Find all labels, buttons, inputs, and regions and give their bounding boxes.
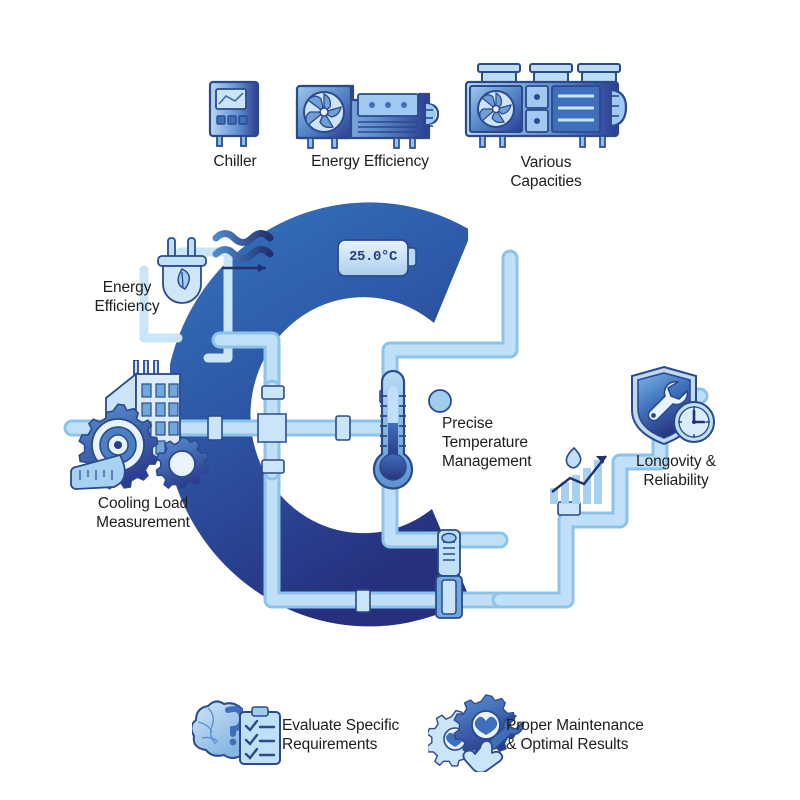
airflow-waves-arrow-icon	[212, 230, 274, 272]
gear-small	[155, 436, 211, 490]
eco-plug-leaf-icon[interactable]	[152, 236, 214, 308]
pipe-end-ball-icon	[428, 389, 452, 413]
thermostat-display-icon	[337, 239, 417, 277]
fan-condenser-unit-icon	[295, 84, 440, 149]
building-gears-tape-measure-icon[interactable]	[70, 360, 235, 505]
thermometer-icon	[372, 369, 414, 490]
shield-wrench-clock-icon[interactable]	[628, 364, 720, 454]
gear-heart-wrench-hand-icon[interactable]	[428, 690, 528, 772]
multi-module-chiller-icon	[464, 63, 628, 148]
bottom-item-maintenance-label: Proper Maintenance & Optimal Results	[506, 717, 644, 753]
gear-large	[78, 403, 159, 490]
gate-valve-icon[interactable]	[424, 524, 474, 624]
top-item-chiller-label: Chiller	[213, 153, 257, 170]
top-item-energy-efficiency[interactable]	[292, 80, 444, 152]
callout-cooling-load-label: Cooling Load Measurement	[96, 495, 190, 531]
top-item-various-capacities-label: Various Capacities	[510, 154, 582, 190]
top-item-chiller[interactable]	[204, 78, 266, 150]
control-panel-chiller-icon	[208, 80, 260, 147]
temperature-value: 25.0°C	[348, 249, 397, 265]
top-item-energy-efficiency-label: Energy Efficiency	[311, 153, 429, 170]
temperature-readout[interactable]: 25.0°C	[336, 238, 422, 280]
droplet-growth-bars-icon	[550, 446, 607, 504]
bottom-item-evaluate-label: Evaluate Specific Requirements	[282, 717, 400, 753]
top-item-various-capacities[interactable]	[456, 60, 636, 154]
callout-precise-temperature-label: Precise Temperature Management	[442, 415, 532, 470]
brain-checklist-icon[interactable]	[192, 692, 290, 770]
callout-longevity-reliability-label: Longovity & Reliability	[636, 453, 716, 489]
large-letter-c-mark	[170, 202, 588, 627]
callout-energy-efficiency-label: Energy Efficiency	[94, 279, 160, 315]
